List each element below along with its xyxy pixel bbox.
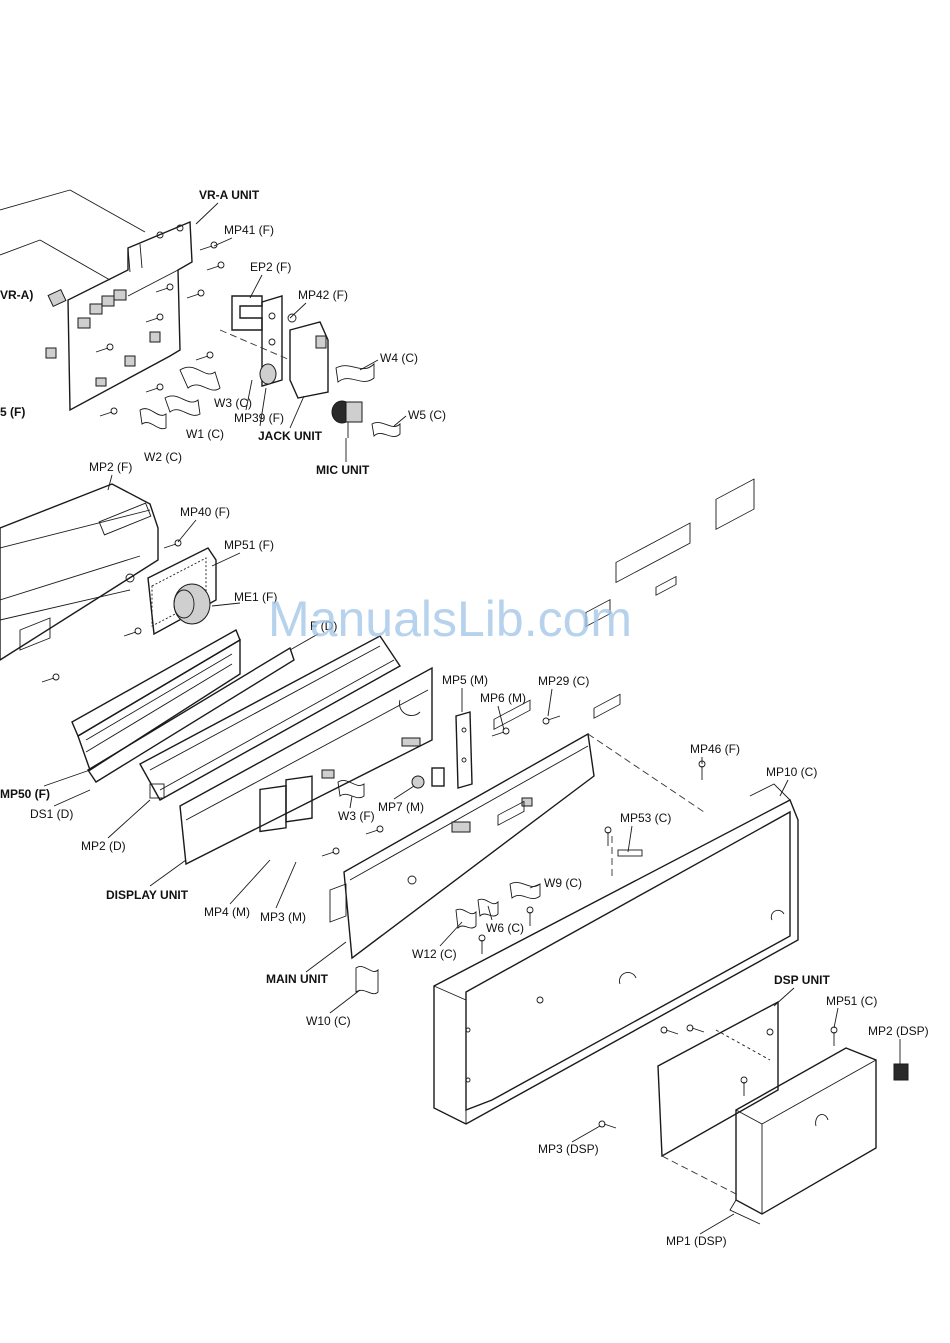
label-mp3dsp: MP3 (DSP) <box>538 1142 599 1156</box>
chassis-mp10 <box>433 478 799 1125</box>
knob-icon <box>45 288 127 387</box>
label-mp6: MP6 (M) <box>480 691 526 705</box>
label-mp2f: MP2 (F) <box>89 460 132 474</box>
label-mp39: MP39 (F) <box>234 411 284 425</box>
label-mp1dsp: MP1 (DSP) <box>666 1234 727 1248</box>
screw-icon <box>491 715 561 737</box>
screw-icon <box>598 1024 838 1129</box>
label-w4: W4 (C) <box>380 351 418 365</box>
label-ds1: DS1 (D) <box>30 807 73 821</box>
label-jack-unit: JACK UNIT <box>258 429 323 443</box>
label-w1: W1 (C) <box>186 427 224 441</box>
label-mp3m: MP3 (M) <box>260 910 306 924</box>
label-w3c: W3 (C) <box>214 396 252 410</box>
watermark: ManualsLib.com <box>268 591 632 647</box>
label-mp2d: MP2 (D) <box>81 839 126 853</box>
label-mp42: MP42 (F) <box>298 288 348 302</box>
label-w2: W2 (C) <box>144 450 182 464</box>
label-ep2: EP2 (F) <box>250 260 291 274</box>
label-mp40: MP40 (F) <box>180 505 230 519</box>
label-fd-cut: F (D) <box>310 619 337 633</box>
label-display-unit: DISPLAY UNIT <box>106 888 189 902</box>
label-mp4: MP4 (M) <box>204 905 250 919</box>
label-mp46: MP46 (F) <box>690 742 740 756</box>
screw-icon <box>321 825 384 857</box>
label-mp53: MP53 (C) <box>620 811 671 825</box>
display-unit-assembly <box>0 483 433 866</box>
dsp-unit-assembly <box>598 1000 909 1225</box>
label-mp10: MP10 (C) <box>766 765 817 779</box>
label-mic-unit: MIC UNIT <box>316 463 370 477</box>
label-w10: W10 (C) <box>306 1014 351 1028</box>
label-mp2dsp: MP2 (DSP) <box>868 1024 929 1038</box>
label-f-cut: 5 (F) <box>0 405 25 419</box>
label-w12: W12 (C) <box>412 947 457 961</box>
leader-lines <box>43 202 901 1235</box>
label-w5: W5 (C) <box>408 408 446 422</box>
label-mp5: MP5 (M) <box>442 673 488 687</box>
label-vra-cut: VR-A) <box>0 288 33 302</box>
label-vra-unit: VR-A UNIT <box>199 188 260 202</box>
label-dsp-unit: DSP UNIT <box>774 973 830 987</box>
label-mp51f: MP51 (F) <box>224 538 274 552</box>
label-w3f: W3 (F) <box>338 809 375 823</box>
label-me1: ME1 (F) <box>234 590 277 604</box>
label-w6: W6 (C) <box>486 921 524 935</box>
label-mp29: MP29 (C) <box>538 674 589 688</box>
label-mp50: MP50 (F) <box>0 787 50 801</box>
screw-icon <box>41 539 182 683</box>
mic-unit-part <box>331 400 363 438</box>
screw-icon <box>95 241 225 417</box>
vra-unit-assembly <box>0 189 401 438</box>
screw-icon <box>478 760 706 954</box>
label-w9: W9 (C) <box>544 876 582 890</box>
label-mp7: MP7 (M) <box>378 800 424 814</box>
label-mp41: MP41 (F) <box>224 223 274 237</box>
main-unit-assembly <box>329 711 705 995</box>
label-mp51c: MP51 (C) <box>826 994 877 1008</box>
part-labels: VR-A UNIT MP41 (F) EP2 (F) MP42 (F) VR-A… <box>0 188 929 1248</box>
label-main-unit: MAIN UNIT <box>266 972 329 986</box>
